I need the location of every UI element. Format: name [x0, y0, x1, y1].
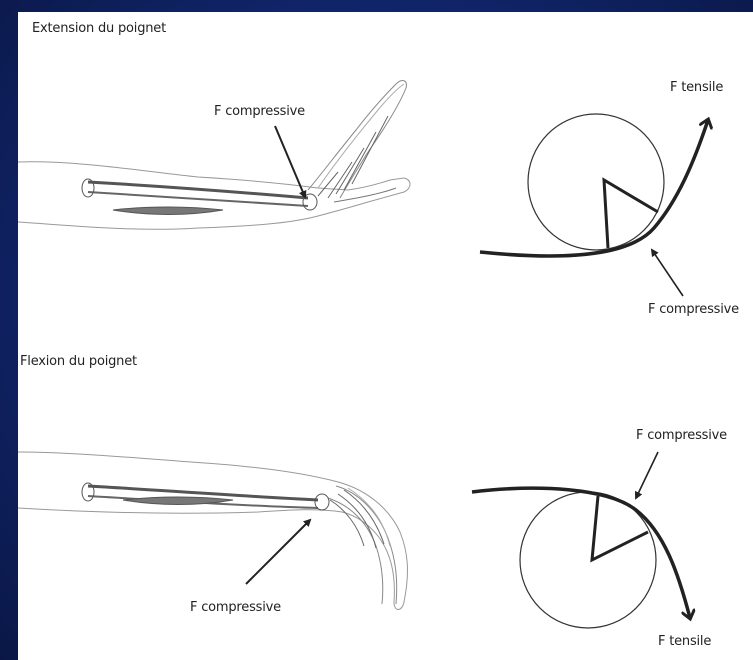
- extension-arm-label: F compressive: [214, 104, 305, 119]
- figure-panel: Extension du poignet F compressive F ten…: [18, 12, 753, 660]
- extension-circle: [528, 114, 664, 250]
- flexion-compressive-label: F compressive: [636, 428, 727, 443]
- flexion-wedge: [592, 496, 648, 560]
- extension-force-diagram: [480, 114, 708, 296]
- flexion-circle: [520, 492, 656, 628]
- flexion-arm-label: F compressive: [190, 600, 281, 615]
- extension-arm-illustration: [18, 81, 410, 230]
- figure-drawing: [18, 12, 753, 660]
- flexion-arm-illustration: [18, 452, 407, 610]
- extension-arm-arrow: [275, 126, 305, 197]
- extension-wedge: [604, 180, 658, 248]
- extension-bending-curve: [480, 120, 708, 256]
- flexion-compressive-arrow: [636, 452, 658, 498]
- flexion-arm-arrow: [246, 520, 310, 584]
- flexion-bending-curve: [472, 488, 690, 618]
- flexion-tensile-label: F tensile: [658, 634, 711, 649]
- flexion-title: Flexion du poignet: [20, 354, 137, 369]
- extension-compressive-label: F compressive: [648, 302, 739, 317]
- extension-compressive-arrow: [652, 250, 683, 296]
- extension-tensile-label: F tensile: [670, 80, 723, 95]
- flexion-force-diagram: [472, 452, 690, 628]
- extension-title: Extension du poignet: [32, 21, 166, 36]
